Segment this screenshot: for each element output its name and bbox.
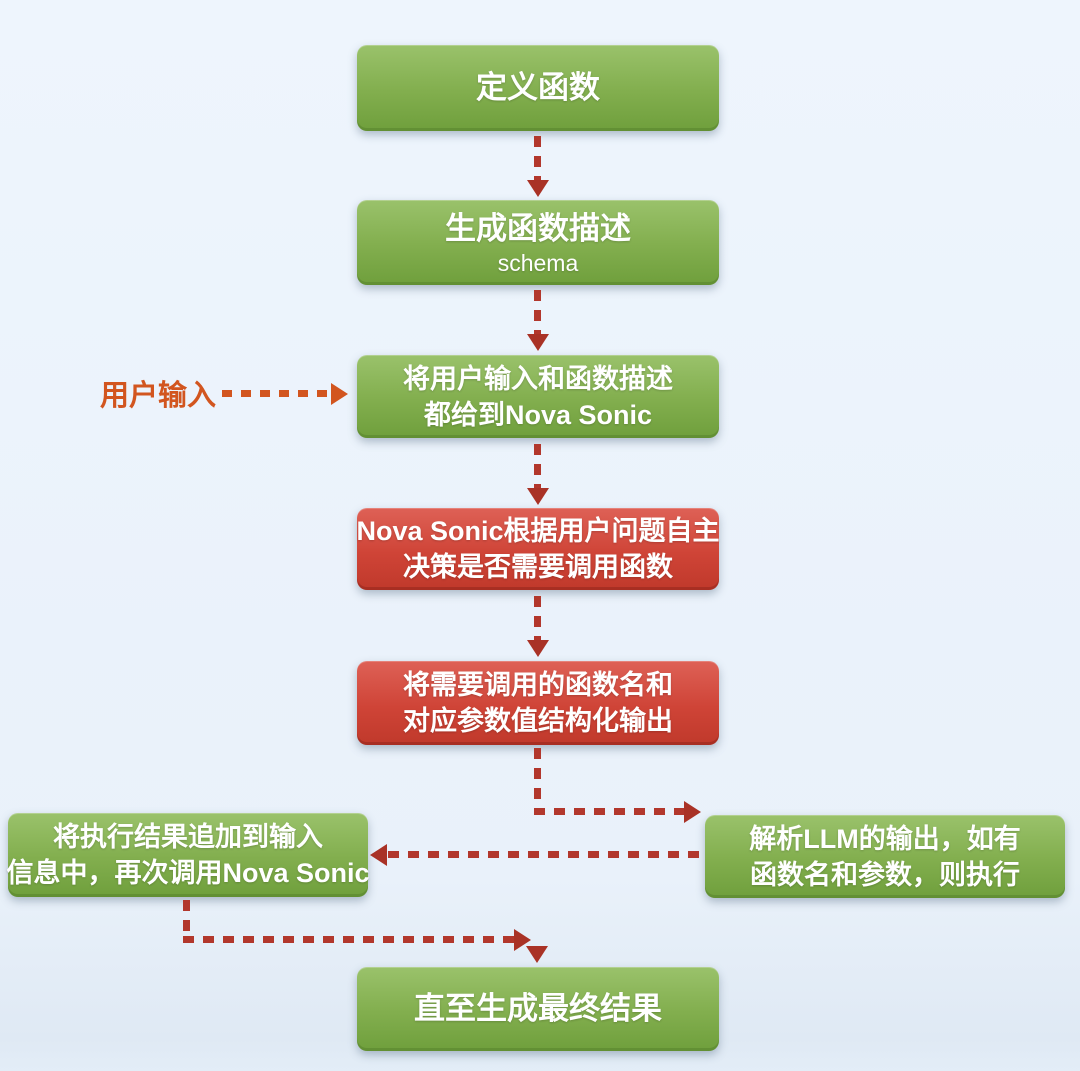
node-label: 将用户输入和函数描述	[403, 363, 673, 394]
user-input-label: 用户输入	[100, 380, 217, 412]
arrowhead-left-icon	[370, 844, 387, 866]
connector-structured-parse-vertical	[534, 748, 541, 808]
connector-append-final-horizontal	[183, 936, 515, 943]
connector-parse-append	[388, 851, 705, 858]
connector-decide-structured	[534, 596, 541, 640]
connector-schema-send	[534, 290, 541, 334]
node-label: 函数名和参数，则执行	[750, 859, 1020, 890]
node-label: 将执行结果追加到输入	[53, 822, 323, 852]
connector-append-final-vertical	[183, 900, 190, 938]
node-label: 定义函数	[476, 70, 600, 105]
arrowhead-right-icon	[514, 929, 531, 951]
node-label: 将需要调用的函数名和	[403, 670, 673, 700]
arrowhead-down-icon	[527, 640, 549, 657]
node-label: 决策是否需要调用函数	[403, 552, 673, 582]
node-send-to-nova-sonic: 将用户输入和函数描述 都给到Nova Sonic	[357, 355, 719, 438]
node-final-result: 直至生成最终结果	[357, 967, 719, 1051]
node-label: 信息中，再次调用Nova Sonic	[6, 858, 370, 888]
node-label: 直至生成最终结果	[414, 991, 662, 1026]
node-label: 都给到Nova Sonic	[423, 399, 653, 430]
node-parse-and-execute: 解析LLM的输出，如有 函数名和参数，则执行	[705, 815, 1065, 898]
connector-structured-parse-horizontal	[534, 808, 684, 815]
node-label: Nova Sonic根据用户问题自主	[356, 516, 720, 546]
node-generate-schema: 生成函数描述 schema	[357, 200, 719, 285]
node-decide-function-call: Nova Sonic根据用户问题自主 决策是否需要调用函数	[356, 508, 720, 590]
node-structured-output: 将需要调用的函数名和 对应参数值结构化输出	[357, 661, 719, 745]
connector-send-decide	[534, 444, 541, 488]
node-append-and-recall: 将执行结果追加到输入 信息中，再次调用Nova Sonic	[6, 813, 370, 897]
node-label: 对应参数值结构化输出	[403, 706, 673, 736]
node-label: 生成函数描述	[445, 210, 631, 246]
arrowhead-down-icon	[526, 946, 548, 963]
arrowhead-down-icon	[527, 180, 549, 197]
node-sublabel: schema	[497, 249, 579, 276]
node-define-function: 定义函数	[357, 45, 719, 131]
arrowhead-down-icon	[527, 334, 549, 351]
connector-user-input	[222, 390, 330, 397]
arrowhead-right-icon	[331, 383, 348, 405]
arrowhead-down-icon	[527, 488, 549, 505]
node-label: 解析LLM的输出，如有	[749, 823, 1021, 854]
arrowhead-right-icon	[684, 801, 701, 823]
connector-define-schema	[534, 136, 541, 182]
